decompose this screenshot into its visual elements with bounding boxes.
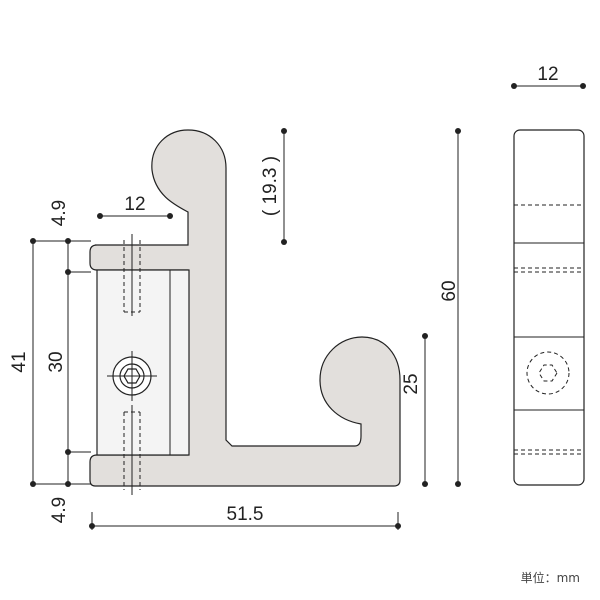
dim-plate-body-label: 30 (46, 351, 67, 372)
dim-top-offset: 4.9 (49, 200, 91, 275)
dim-total-width: 51.5 (89, 504, 401, 530)
screw-head-icon (107, 351, 157, 401)
dim-lower-hook: 25 (401, 333, 428, 487)
dim-upper-hook-label: ( 19.3 ) (260, 156, 281, 216)
dim-side-width-label: 12 (537, 64, 558, 85)
side-view (513, 129, 585, 486)
dim-bottom-offset: 4.9 (49, 452, 71, 523)
side-screw-icon (526, 351, 570, 395)
dim-total-width-label: 51.5 (227, 504, 264, 525)
dim-plate-total-label: 41 (9, 351, 30, 372)
dim-top-offset-label: 4.9 (49, 200, 70, 226)
dim-arm-width: 12 (97, 194, 173, 219)
unit-label: 単位：mm (521, 570, 580, 585)
mounting-plate (96, 269, 190, 456)
dim-side-width: 12 (511, 64, 586, 89)
dim-total-height: 60 (439, 128, 461, 487)
side-view-hidden-lines (514, 204, 584, 455)
dim-lower-hook-label: 25 (401, 373, 422, 394)
dim-arm-width-label: 12 (124, 194, 145, 215)
dim-plate-body: 30 (46, 272, 91, 455)
dim-plate-total: 41 (9, 238, 91, 487)
upper-screw-hole (123, 234, 141, 316)
dim-upper-hook: ( 19.3 ) (260, 128, 287, 245)
lower-screw-hole (123, 405, 141, 495)
dim-bottom-offset-label: 4.9 (49, 497, 70, 523)
dim-total-height-label: 60 (439, 280, 460, 301)
